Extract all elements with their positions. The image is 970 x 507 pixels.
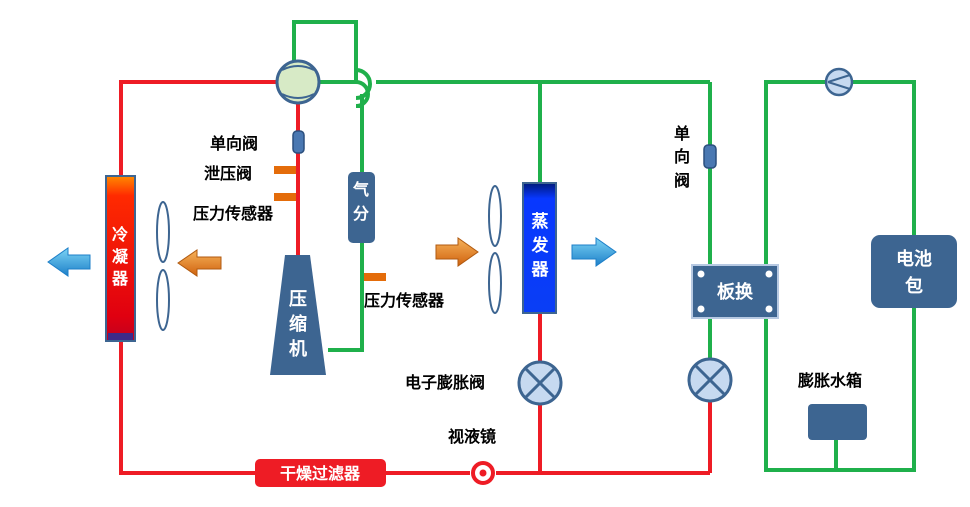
condenser-label-3: 器 xyxy=(111,269,129,288)
check-valve-left-label: 单向阀 xyxy=(210,134,258,153)
evaporator-fan-icon xyxy=(488,185,502,314)
plate-hx-label: 板换 xyxy=(717,281,754,303)
pipe-crossover xyxy=(355,68,373,100)
filter-drier: 干燥过滤器 xyxy=(255,459,386,487)
battery-label-2: 包 xyxy=(905,275,923,297)
four-way-valve xyxy=(275,59,321,105)
condenser-fan-icon xyxy=(156,201,170,331)
expansion-tank-label: 膨胀水箱 xyxy=(798,371,862,390)
relief-valve-icon xyxy=(274,166,296,174)
check-valve-right-label-1: 单 xyxy=(674,124,690,143)
water-pump-icon xyxy=(824,67,854,97)
pressure-sensor-left-label: 压力传感器 xyxy=(193,204,274,223)
evaporator: 蒸 发 器 xyxy=(522,182,557,314)
pressure-sensor-right-icon xyxy=(364,273,386,281)
battery-pack: 电池 包 xyxy=(871,235,957,308)
compressor-label-1: 压 xyxy=(289,289,307,310)
accumulator-label-1: 气 xyxy=(352,180,369,199)
sight-glass-icon xyxy=(471,461,495,485)
evaporator-label-2: 发 xyxy=(531,235,550,256)
exv-label: 电子膨胀阀 xyxy=(405,373,485,392)
airflow-arrow-evaporator-in xyxy=(435,237,479,267)
filter-drier-label: 干燥过滤器 xyxy=(280,464,361,483)
pressure-sensor-left-icon xyxy=(274,193,296,201)
check-valve-right-icon xyxy=(703,144,717,169)
expansion-valve-left-icon xyxy=(517,360,563,406)
relief-valve-label: 泄压阀 xyxy=(204,164,252,183)
check-valve-right-label-2: 向 xyxy=(674,147,690,166)
accumulator: 气 分 xyxy=(348,172,375,243)
airflow-arrow-condenser-in xyxy=(177,249,222,277)
condenser-label-1: 冷 xyxy=(112,225,128,244)
expansion-tank-icon xyxy=(808,404,867,440)
accumulator-label-2: 分 xyxy=(353,204,369,223)
sight-glass-label: 视液镜 xyxy=(448,427,496,446)
condenser: 冷 凝 器 xyxy=(105,175,136,342)
evaporator-label-3: 器 xyxy=(531,260,550,280)
airflow-arrow-condenser-out xyxy=(47,247,91,277)
airflow-arrow-evaporator-out xyxy=(571,237,617,267)
refrigerant-pipes-green xyxy=(292,20,916,472)
battery-label-1: 电池 xyxy=(896,248,932,270)
compressor-label-2: 缩 xyxy=(289,313,307,335)
pressure-sensor-right-label: 压力传感器 xyxy=(364,291,445,310)
evaporator-label-1: 蒸 xyxy=(532,212,549,232)
expansion-valve-right-icon xyxy=(687,357,733,403)
check-valve-right-label-3: 阀 xyxy=(674,171,690,190)
compressor-label-3: 机 xyxy=(289,339,307,360)
refrigerant-pipes-red xyxy=(119,80,712,475)
compressor: 压 缩 机 xyxy=(270,255,326,375)
plate-heat-exchanger: 板换 xyxy=(691,264,779,319)
condenser-label-2: 凝 xyxy=(112,247,129,266)
check-valve-left-icon xyxy=(292,130,305,154)
